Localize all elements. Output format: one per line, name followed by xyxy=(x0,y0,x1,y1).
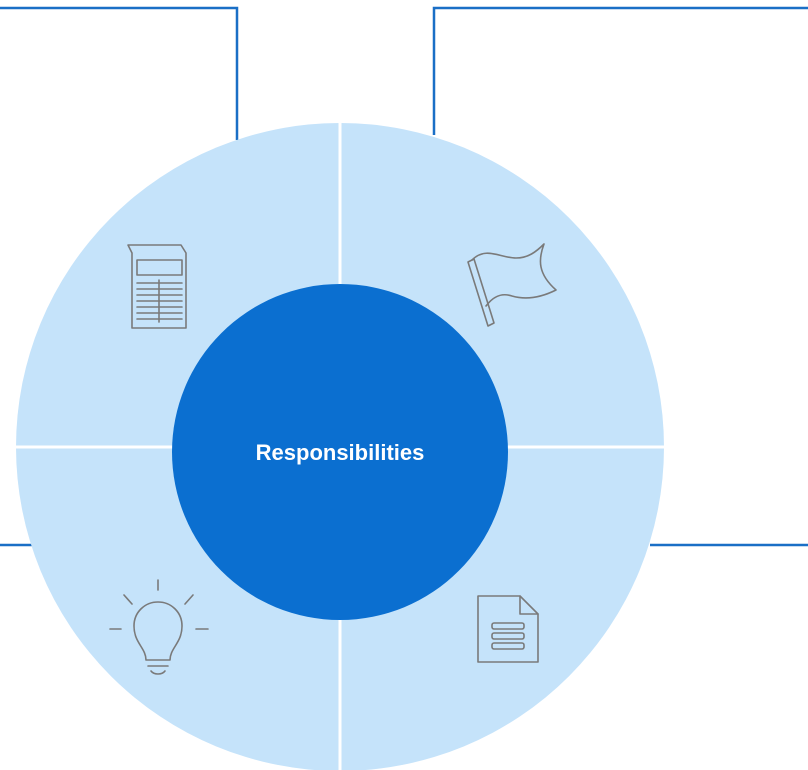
connector-lines xyxy=(0,6,808,547)
top-right-connector xyxy=(432,6,808,135)
lightbulb-icon xyxy=(109,579,209,675)
flag-icon xyxy=(467,243,557,327)
newspaper-icon xyxy=(127,244,187,329)
document-icon xyxy=(477,595,539,663)
center-circle xyxy=(172,284,508,620)
top-left-connector xyxy=(0,6,239,140)
center-title: Responsibilities xyxy=(256,440,425,465)
